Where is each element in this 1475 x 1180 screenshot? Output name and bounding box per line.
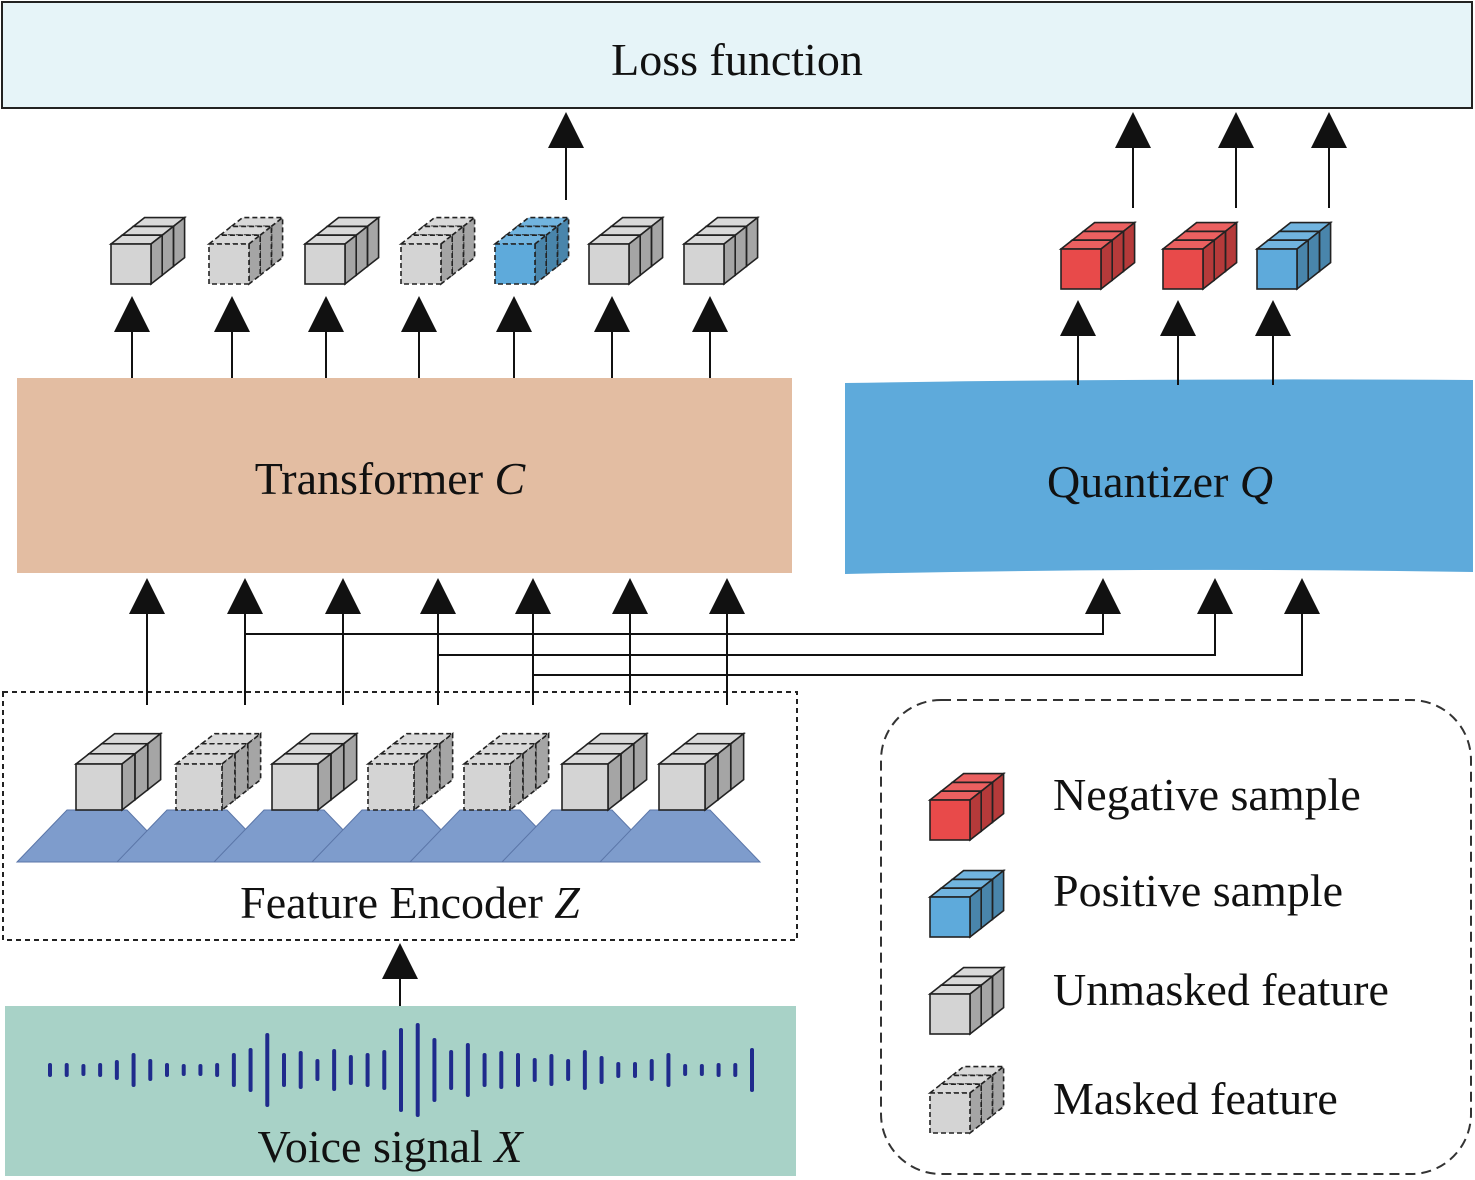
encoder-to-transformer-arrow xyxy=(227,578,263,705)
loss-function-box xyxy=(1,1,1473,109)
quantizer-branch-line xyxy=(438,610,1216,656)
encoder-feature-masked xyxy=(173,731,263,812)
quantized-to-loss-arrow xyxy=(1218,112,1254,208)
quantized-to-loss-arrow xyxy=(1311,112,1347,208)
feature-cubes xyxy=(73,215,1333,1135)
feature-encoder-label: Feature Encoder Z xyxy=(240,877,580,928)
transformer-output-arrow xyxy=(594,296,630,378)
encoder-feature-unmasked xyxy=(269,731,359,812)
encoder-trapezoid xyxy=(598,809,762,863)
encoder-to-transformer-arrow xyxy=(515,578,551,705)
encoder-feature-masked xyxy=(461,731,551,812)
waveform xyxy=(48,1023,754,1117)
transformer-label: Transformer C xyxy=(255,453,527,504)
legend-unmasked-icon xyxy=(927,965,1006,1036)
transformer-output-arrow xyxy=(496,296,532,378)
quantizer-output-negative xyxy=(1160,220,1239,291)
loss-function-label: Loss function xyxy=(611,34,863,85)
encoder-to-transformer-arrow xyxy=(325,578,361,705)
transformer-box xyxy=(17,378,792,573)
legend-negative-label: Negative sample xyxy=(1053,769,1361,820)
encoder-to-transformer-arrow xyxy=(129,578,165,705)
transformer-output-arrow xyxy=(401,296,437,378)
quantizer-output-arrow xyxy=(1255,300,1291,385)
encoder-feature-unmasked xyxy=(656,731,746,812)
encoder-feature-masked xyxy=(365,731,455,812)
transformer-output-arrow xyxy=(114,296,150,378)
voice-signal-label: Voice signal X xyxy=(258,1121,525,1172)
encoder-feature-unmasked xyxy=(73,731,163,812)
transformer-output-unmasked xyxy=(302,215,381,286)
encoder-feature-unmasked xyxy=(559,731,649,812)
signal-to-encoder-arrow xyxy=(382,943,418,1006)
quantizer-output-arrow xyxy=(1060,300,1096,385)
quantizer-box xyxy=(845,379,1473,574)
quantizer-output-positive xyxy=(1254,220,1333,291)
legend-positive-icon xyxy=(927,868,1006,939)
legend-positive-label: Positive sample xyxy=(1053,865,1343,916)
transformer-output-arrow xyxy=(692,296,728,378)
encoder-to-transformer-arrow xyxy=(612,578,648,705)
encoder-to-transformer-arrow xyxy=(709,578,745,705)
legend-unmasked-label: Unmasked feature xyxy=(1053,964,1389,1015)
legend-box xyxy=(880,699,1472,1175)
quantizer-label: Quantizer Q xyxy=(1047,456,1273,507)
encoder-trapezoids xyxy=(15,809,762,863)
quantizer-output-arrow xyxy=(1160,300,1196,385)
connectors xyxy=(114,112,1347,1006)
transformer-output-unmasked xyxy=(586,215,665,286)
transformer-output-unmasked xyxy=(681,215,760,286)
transformer-output-arrow xyxy=(214,296,250,378)
quantizer-branch-line xyxy=(533,610,1303,676)
quantized-to-loss-arrow xyxy=(1115,112,1151,208)
transformer-output-arrow xyxy=(308,296,344,378)
feature-encoder-box xyxy=(2,691,798,941)
transformer-output-masked xyxy=(398,215,477,286)
quantizer-branch-line xyxy=(245,610,1104,635)
transformer-output-positive-masked xyxy=(492,215,571,286)
quantizer-input-arrowhead xyxy=(1085,578,1121,614)
legend-masked-icon xyxy=(927,1064,1006,1135)
legend-masked-label: Masked feature xyxy=(1053,1073,1338,1124)
encoder-to-transformer-arrow xyxy=(420,578,456,705)
transformer-output-unmasked xyxy=(108,215,187,286)
transformer-output-masked xyxy=(206,215,285,286)
legend-negative-icon xyxy=(927,771,1006,842)
context-to-loss-arrow xyxy=(548,112,584,200)
quantizer-input-arrowhead xyxy=(1197,578,1233,614)
quantizer-output-negative xyxy=(1058,220,1137,291)
quantizer-input-arrowhead xyxy=(1284,578,1320,614)
